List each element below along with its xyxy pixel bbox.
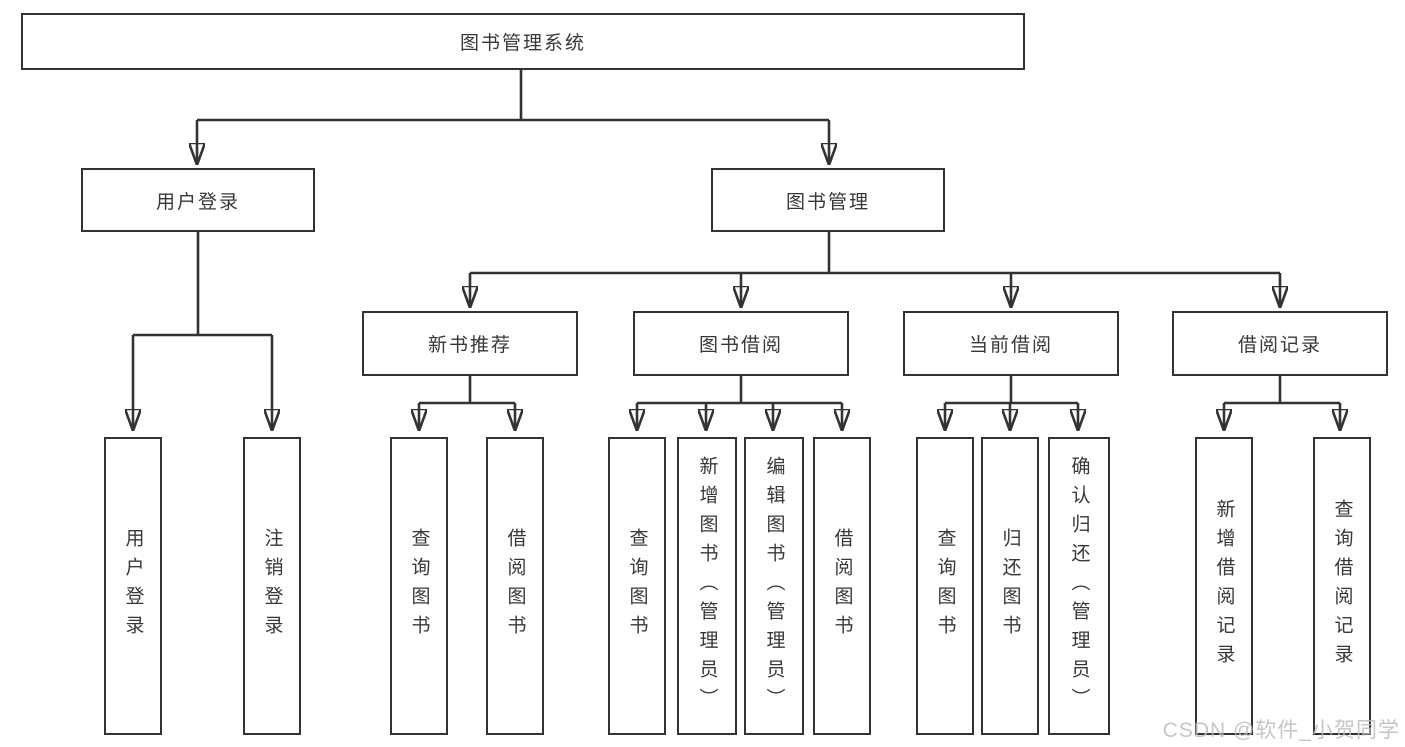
node-return-books-label: 归还图书 <box>999 528 1021 644</box>
node-query-books-current: 查询图书 <box>916 437 974 735</box>
node-user-login-branch: 用户登录 <box>81 168 315 232</box>
node-query-books-recommend: 查询图书 <box>390 437 448 735</box>
node-edit-books-admin-label: 编辑图书（管理员） <box>763 455 785 717</box>
node-add-books-admin: 新增图书（管理员） <box>677 437 737 735</box>
node-user-login-leaf-label: 用户登录 <box>122 528 144 644</box>
node-root-system: 图书管理系统 <box>21 13 1025 70</box>
node-query-books-borrowing-label: 查询图书 <box>626 528 648 644</box>
node-borrow-books-leaf: 借阅图书 <box>813 437 871 735</box>
node-current-borrowing-label: 当前借阅 <box>968 335 1053 356</box>
node-query-borrow-record: 查询借阅记录 <box>1313 437 1371 735</box>
csdn-watermark: CSDN @软件_小贺同学 <box>1162 719 1400 742</box>
node-edit-books-admin: 编辑图书（管理员） <box>744 437 804 735</box>
node-add-borrow-record-label: 新增借阅记录 <box>1213 499 1235 673</box>
node-borrow-books-recommend-label: 借阅图书 <box>504 528 526 644</box>
node-book-management-branch-label: 图书管理 <box>785 191 870 213</box>
node-new-book-recommend: 新书推荐 <box>362 311 578 376</box>
node-borrowing-records: 借阅记录 <box>1172 311 1388 376</box>
node-query-borrow-record-label: 查询借阅记录 <box>1331 499 1353 673</box>
node-query-books-borrowing: 查询图书 <box>608 437 666 735</box>
node-logout-leaf-label: 注销登录 <box>261 528 283 644</box>
node-query-books-current-label: 查询图书 <box>934 528 956 644</box>
node-new-book-recommend-label: 新书推荐 <box>427 335 512 356</box>
node-current-borrowing: 当前借阅 <box>903 311 1119 376</box>
node-query-books-recommend-label: 查询图书 <box>408 528 430 644</box>
node-borrowing-records-label: 借阅记录 <box>1237 335 1322 356</box>
node-confirm-return-admin-label: 确认归还（管理员） <box>1068 455 1090 717</box>
node-add-books-admin-label: 新增图书（管理员） <box>696 455 718 717</box>
node-confirm-return-admin: 确认归还（管理员） <box>1048 437 1110 735</box>
node-borrow-books-leaf-label: 借阅图书 <box>831 528 853 644</box>
node-book-management-branch: 图书管理 <box>711 168 945 232</box>
node-borrow-books-recommend: 借阅图书 <box>486 437 544 735</box>
node-return-books: 归还图书 <box>981 437 1039 735</box>
node-book-borrowing: 图书借阅 <box>633 311 849 376</box>
node-book-borrowing-label: 图书借阅 <box>698 335 783 356</box>
node-add-borrow-record: 新增借阅记录 <box>1195 437 1253 735</box>
node-logout-leaf: 注销登录 <box>243 437 301 735</box>
node-root-system-label: 图书管理系统 <box>459 33 586 54</box>
node-user-login-leaf: 用户登录 <box>104 437 162 735</box>
node-user-login-branch-label: 用户登录 <box>155 191 240 213</box>
